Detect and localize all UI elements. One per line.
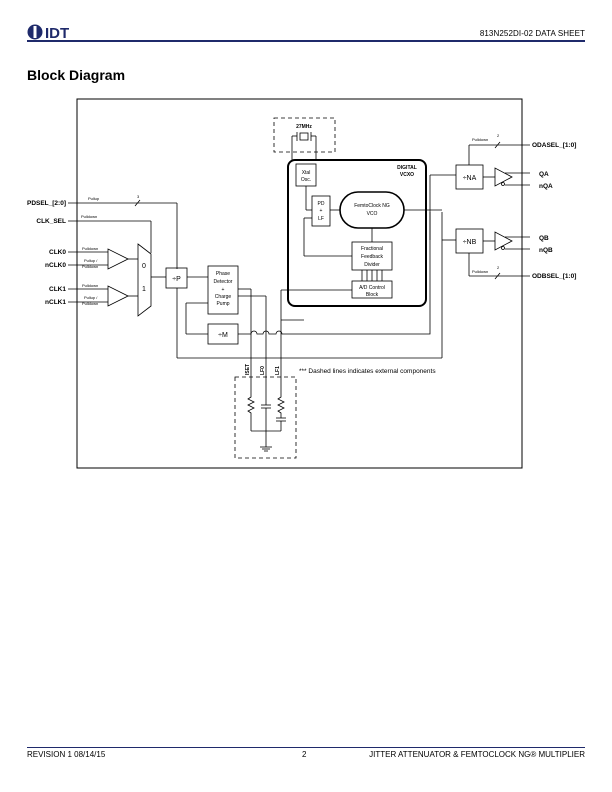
idt-logo: IDT: [27, 24, 69, 41]
svg-text:FemtoClock NG: FemtoClock NG: [354, 203, 390, 209]
svg-text:+: +: [222, 287, 225, 293]
nclk0-pullup: Pullup /: [84, 258, 98, 263]
nclk1-label: nCLK1: [45, 299, 66, 306]
div-nb-label: ÷NB: [463, 239, 477, 246]
clk1-buffer: [107, 285, 129, 307]
odasel-pulldown: Pulldown: [472, 137, 488, 142]
nclk0-label: nCLK0: [45, 262, 66, 269]
svg-text:+: +: [320, 208, 323, 214]
lf0-pin-label: LF0: [260, 366, 266, 375]
odasel-label: ODASEL_[1:0]: [532, 142, 576, 149]
clk-sel-label: CLK_SEL: [36, 218, 66, 225]
pdsel-pullup: Pullup: [88, 196, 100, 201]
odasel-bus-width: 2: [497, 133, 500, 138]
footer-revision: REVISION 1 08/14/15: [27, 750, 106, 759]
div-m-label: ÷M: [218, 332, 228, 339]
div-p-label: ÷P: [172, 276, 181, 283]
clk1-pulldown: Pulldown: [82, 283, 98, 288]
pdsel-bus-width: 3: [137, 194, 140, 199]
pd-lf-label: PD + LF: [318, 201, 325, 222]
diagram-frame: [76, 98, 523, 469]
nqb-label: nQB: [539, 247, 553, 254]
iset-resistor-icon: [247, 377, 255, 431]
crystal-icon: [299, 132, 309, 141]
svg-text:VCO: VCO: [367, 211, 378, 217]
femtoclock-vco-block: [339, 191, 405, 229]
svg-text:Detector: Detector: [214, 279, 233, 285]
femtoclock-vco-label: FemtoClock NG VCO: [354, 203, 390, 217]
mux-input-0: 0: [142, 263, 146, 270]
svg-text:Phase: Phase: [216, 271, 230, 277]
digital-vcxo-label: DIGITAL VCXO: [397, 165, 417, 178]
clksel-pulldown: Pulldown: [81, 214, 97, 219]
svg-text:LF: LF: [318, 216, 324, 222]
header-rule: [27, 40, 585, 42]
svg-text:Osc.: Osc.: [301, 177, 311, 183]
pd-lf-block: [311, 195, 331, 227]
lf1-resistor-icon: [277, 377, 285, 418]
svg-text:Xtal: Xtal: [302, 170, 311, 176]
logo-text: IDT: [45, 25, 69, 41]
odbsel-label: ODBSEL_[1:0]: [532, 273, 576, 280]
iset-pin-label: ISET: [245, 364, 251, 375]
ad-control-label: A/D Control Block: [359, 285, 385, 298]
odbsel-bus-width: 2: [497, 265, 500, 270]
svg-text:Block: Block: [366, 292, 379, 298]
digital-vcxo-frame: [287, 159, 427, 307]
svg-text:Pump: Pump: [216, 301, 229, 307]
qb-output-buffer: [494, 231, 513, 251]
svg-text:A/D Control: A/D Control: [359, 285, 385, 291]
page-number: 2: [302, 750, 307, 759]
ground-icon: [260, 446, 272, 452]
nclk1-pulldown: Pulldown: [82, 301, 98, 306]
crystal-label: 27MHz: [296, 124, 312, 130]
svg-text:Charge: Charge: [215, 294, 232, 300]
svg-text:VCXO: VCXO: [400, 172, 414, 178]
phase-detector-label: Phase Detector + Charge Pump: [214, 271, 233, 307]
external-components-note: *** Dashed lines indicates external comp…: [299, 368, 436, 375]
xtal-osc-label: Xtal Osc.: [301, 170, 311, 183]
loop-filter-external: [234, 376, 297, 459]
clk0-label: CLK0: [49, 249, 66, 256]
odbsel-pulldown: Pulldown: [472, 269, 488, 274]
crystal-external: [273, 117, 336, 153]
qb-label: QB: [539, 235, 549, 242]
qa-label: QA: [539, 171, 549, 178]
doc-id: 813N252DI-02 DATA SHEET: [479, 29, 585, 38]
svg-text:Fractional: Fractional: [361, 246, 383, 252]
fractional-divider-label: Fractional Feedback Divider: [361, 246, 383, 268]
clk1-label: CLK1: [49, 286, 66, 293]
footer-rule: [27, 747, 585, 748]
footer-product: JITTER ATTENUATOR & FEMTOCLOCK NG® MULTI…: [369, 750, 585, 759]
div-na-label: ÷NA: [463, 175, 477, 182]
clk0-pulldown: Pulldown: [82, 246, 98, 251]
lf1-pin-label: LF1: [275, 366, 281, 375]
div-p-block: [165, 267, 188, 289]
nqa-label: nQA: [539, 183, 553, 190]
svg-text:Feedback: Feedback: [361, 254, 383, 260]
svg-text:Divider: Divider: [364, 262, 380, 268]
pdsel-label: PDSEL_[2:0]: [27, 200, 66, 207]
nclk1-pullup: Pullup /: [84, 295, 98, 300]
svg-text:PD: PD: [318, 201, 325, 207]
phase-detector-block: [207, 265, 239, 315]
svg-text:DIGITAL: DIGITAL: [397, 165, 417, 171]
nclk0-pulldown: Pulldown: [82, 264, 98, 269]
mux-input-1: 1: [142, 286, 146, 293]
ad-control-block: [351, 280, 393, 299]
page-title: Block Diagram: [27, 67, 126, 83]
input-mux: [137, 243, 152, 317]
clk0-buffer: [107, 248, 129, 270]
qa-output-buffer: [494, 167, 513, 187]
